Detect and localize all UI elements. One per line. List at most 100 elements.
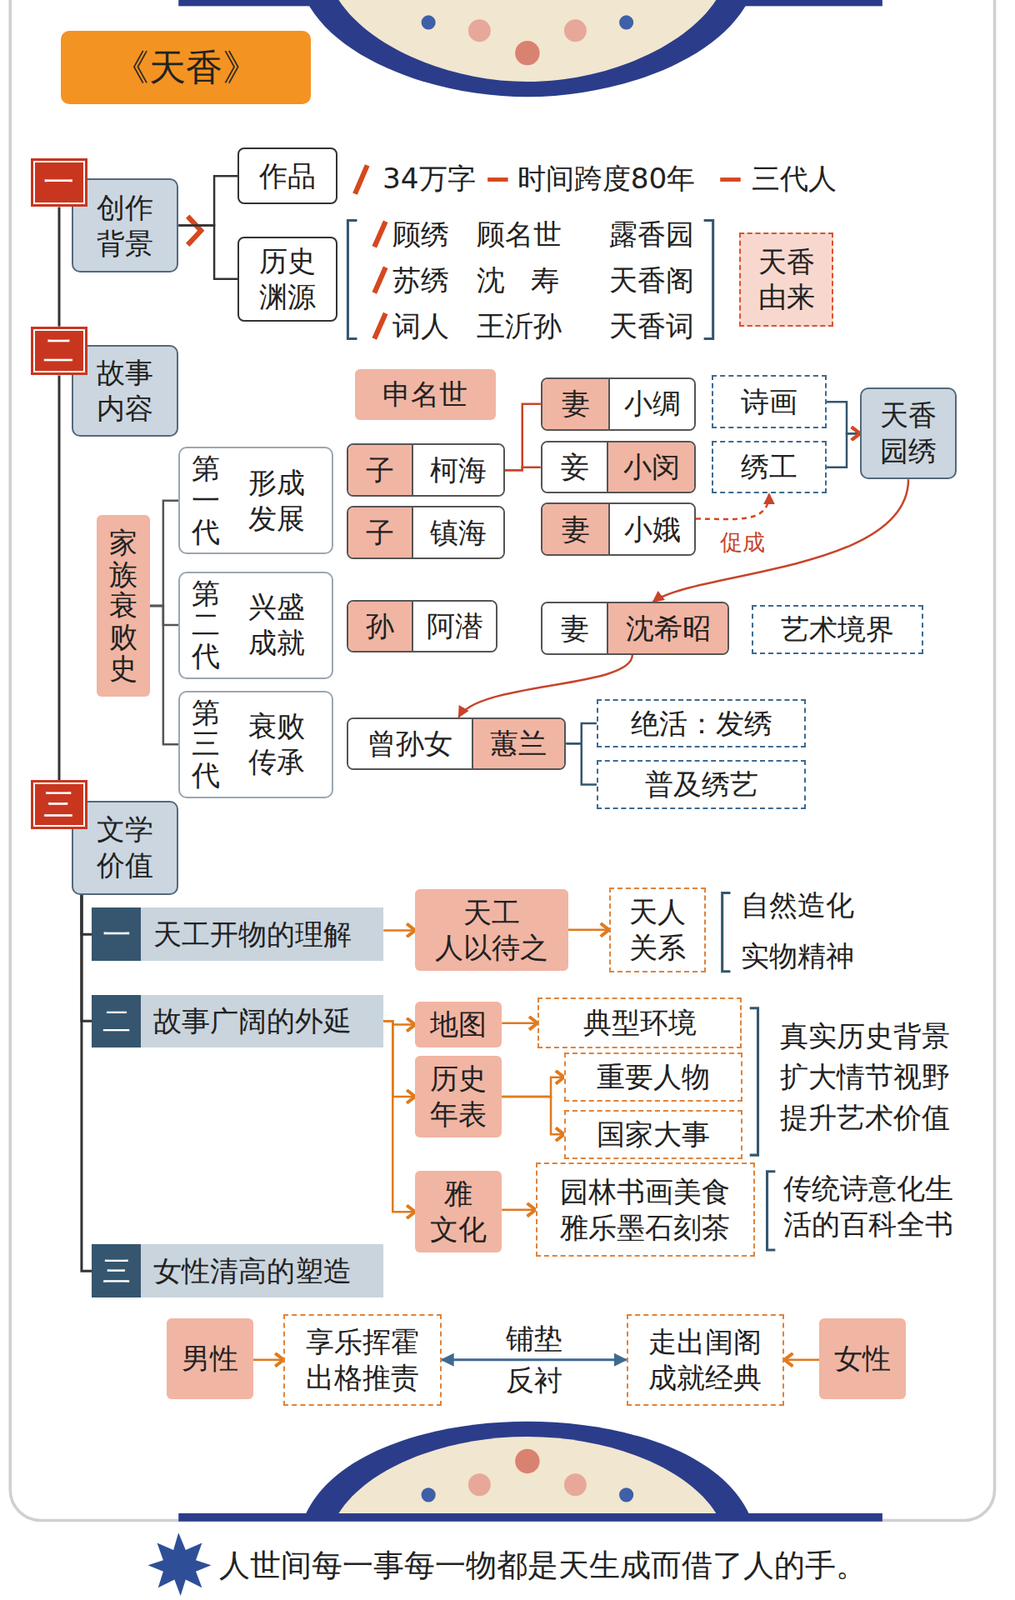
ornament-dot [421, 1487, 436, 1502]
page-frame [10, 0, 995, 1520]
note-label: 三代人 [751, 160, 837, 197]
dashed-box: 走出闺阁 成就经典 [626, 1314, 785, 1406]
box-text: 普及绣艺 [645, 766, 759, 803]
dashed-box: 天人 关系 [609, 887, 706, 973]
bracket [767, 1171, 776, 1250]
ornament-flower [468, 1473, 491, 1496]
connector [178, 175, 238, 225]
section-badge: 三 [30, 780, 89, 830]
part-right: 柯海 [411, 445, 504, 495]
caption-text: 人世间每一事每一物都是天生成而借了人的手。 [219, 1546, 867, 1585]
dash [487, 177, 508, 182]
connector [501, 1209, 535, 1212]
box-text: 绣工 [740, 449, 798, 485]
band-body: 天工开物的理解 [140, 907, 384, 961]
box-text: 一 [43, 163, 75, 202]
role-label: 妻 [561, 511, 590, 548]
keyword-box: 历史 年表 [415, 1055, 502, 1138]
band-number: 一 [91, 907, 141, 961]
connector [501, 1096, 565, 1135]
keyword-box: 男性 [166, 1318, 254, 1400]
part-left: 妻 [542, 379, 610, 430]
chevron [187, 216, 201, 245]
box-text: 女性 [834, 1340, 891, 1377]
dashed-box: 普及绣艺 [596, 760, 806, 810]
connector [505, 467, 541, 471]
part-right: 沈希昭 [608, 603, 728, 654]
part-right: 阿潜 [411, 601, 496, 652]
role-label: 子 [365, 452, 395, 489]
box-text: 雅 文化 [430, 1175, 487, 1248]
ornament-dot [619, 1487, 634, 1502]
box-text: 走出闺阁 成就经典 [648, 1324, 762, 1396]
note-label: 天香词 [609, 308, 695, 345]
edge-label: 铺垫 反衬 [505, 1318, 563, 1401]
dashed-box: 诗画 [711, 375, 826, 429]
person-box: 曾孙女蕙兰 [346, 717, 566, 771]
person-name: 蕙兰 [490, 725, 547, 762]
generation-box: 第二代兴盛 成就 [178, 571, 334, 680]
connector [81, 895, 92, 935]
note-label: 露香园 [609, 216, 695, 253]
band-text: 天工开物的理解 [153, 916, 352, 953]
dashed-box: 国家大事 [564, 1110, 743, 1160]
connector [501, 1077, 565, 1097]
ornament-bottom [305, 1421, 749, 1514]
part-left: 孙 [348, 601, 412, 652]
box-text: 国家大事 [596, 1116, 710, 1153]
slash [374, 267, 385, 294]
connector [441, 1358, 627, 1361]
person-box: 妾小闵 [540, 440, 696, 495]
part-left: 子 [348, 507, 412, 558]
title-box: 《天香》 [60, 30, 311, 105]
person-box: 妻小绸 [540, 377, 696, 431]
connector [826, 433, 860, 467]
person-box: 子镇海 [346, 505, 505, 560]
band-number: 三 [91, 1244, 141, 1298]
generation-name: 第二代 [185, 578, 226, 673]
ornament-flower [515, 40, 540, 65]
box-text: 家族衰败史 [109, 527, 138, 685]
role-label: 孙 [365, 608, 395, 645]
generation-text: 形成 发展 [248, 465, 305, 537]
note-label: 词人 [392, 308, 450, 345]
note-label: 真实历史背景 [780, 1018, 950, 1055]
generation-desc: 形成 发展 [225, 465, 327, 537]
band-number: 二 [91, 995, 141, 1049]
person-box: 妻沈希昭 [540, 601, 730, 655]
box-text: 重要人物 [596, 1059, 710, 1095]
connector [253, 1358, 285, 1361]
ornament-flower [468, 19, 491, 42]
topic-band: 一天工开物的理解 [91, 907, 384, 961]
bracket [722, 892, 731, 971]
slash [374, 221, 385, 248]
dashed-box: 艺术境界 [751, 605, 924, 655]
generation-box: 第一代形成 发展 [178, 446, 334, 555]
connector [505, 404, 541, 471]
box-text: 历史 年表 [430, 1060, 487, 1133]
connector [565, 743, 597, 785]
generation-label: 第三代 [191, 697, 220, 792]
part-right: 小闵 [608, 442, 695, 493]
note-label: 天香阁 [609, 262, 695, 299]
ornament-flower [564, 1473, 587, 1496]
band-body: 故事广阔的外延 [140, 995, 384, 1049]
generation-name: 第三代 [185, 697, 226, 792]
bracket [704, 220, 714, 339]
box-text: 故事 内容 [96, 355, 154, 427]
dashed-box: 重要人物 [564, 1052, 743, 1102]
role-label: 子 [365, 515, 395, 551]
generation-box: 第三代衰败 传承 [178, 690, 334, 799]
box-text: 天工 人以待之 [435, 895, 549, 967]
part-left: 妻 [542, 504, 610, 555]
box-text: 典型环境 [583, 1005, 697, 1041]
box-text: 二 [43, 331, 75, 370]
role-label: 曾孙女 [367, 725, 453, 762]
connector [565, 723, 597, 744]
box-text: 艺术境界 [780, 611, 895, 648]
band-body: 女性清高的塑造 [140, 1244, 384, 1298]
ornament-top [305, 0, 749, 97]
section-badge: 二 [30, 326, 89, 376]
person-name: 阿潜 [426, 608, 484, 645]
note-label: 扩大情节视野 [780, 1059, 950, 1095]
